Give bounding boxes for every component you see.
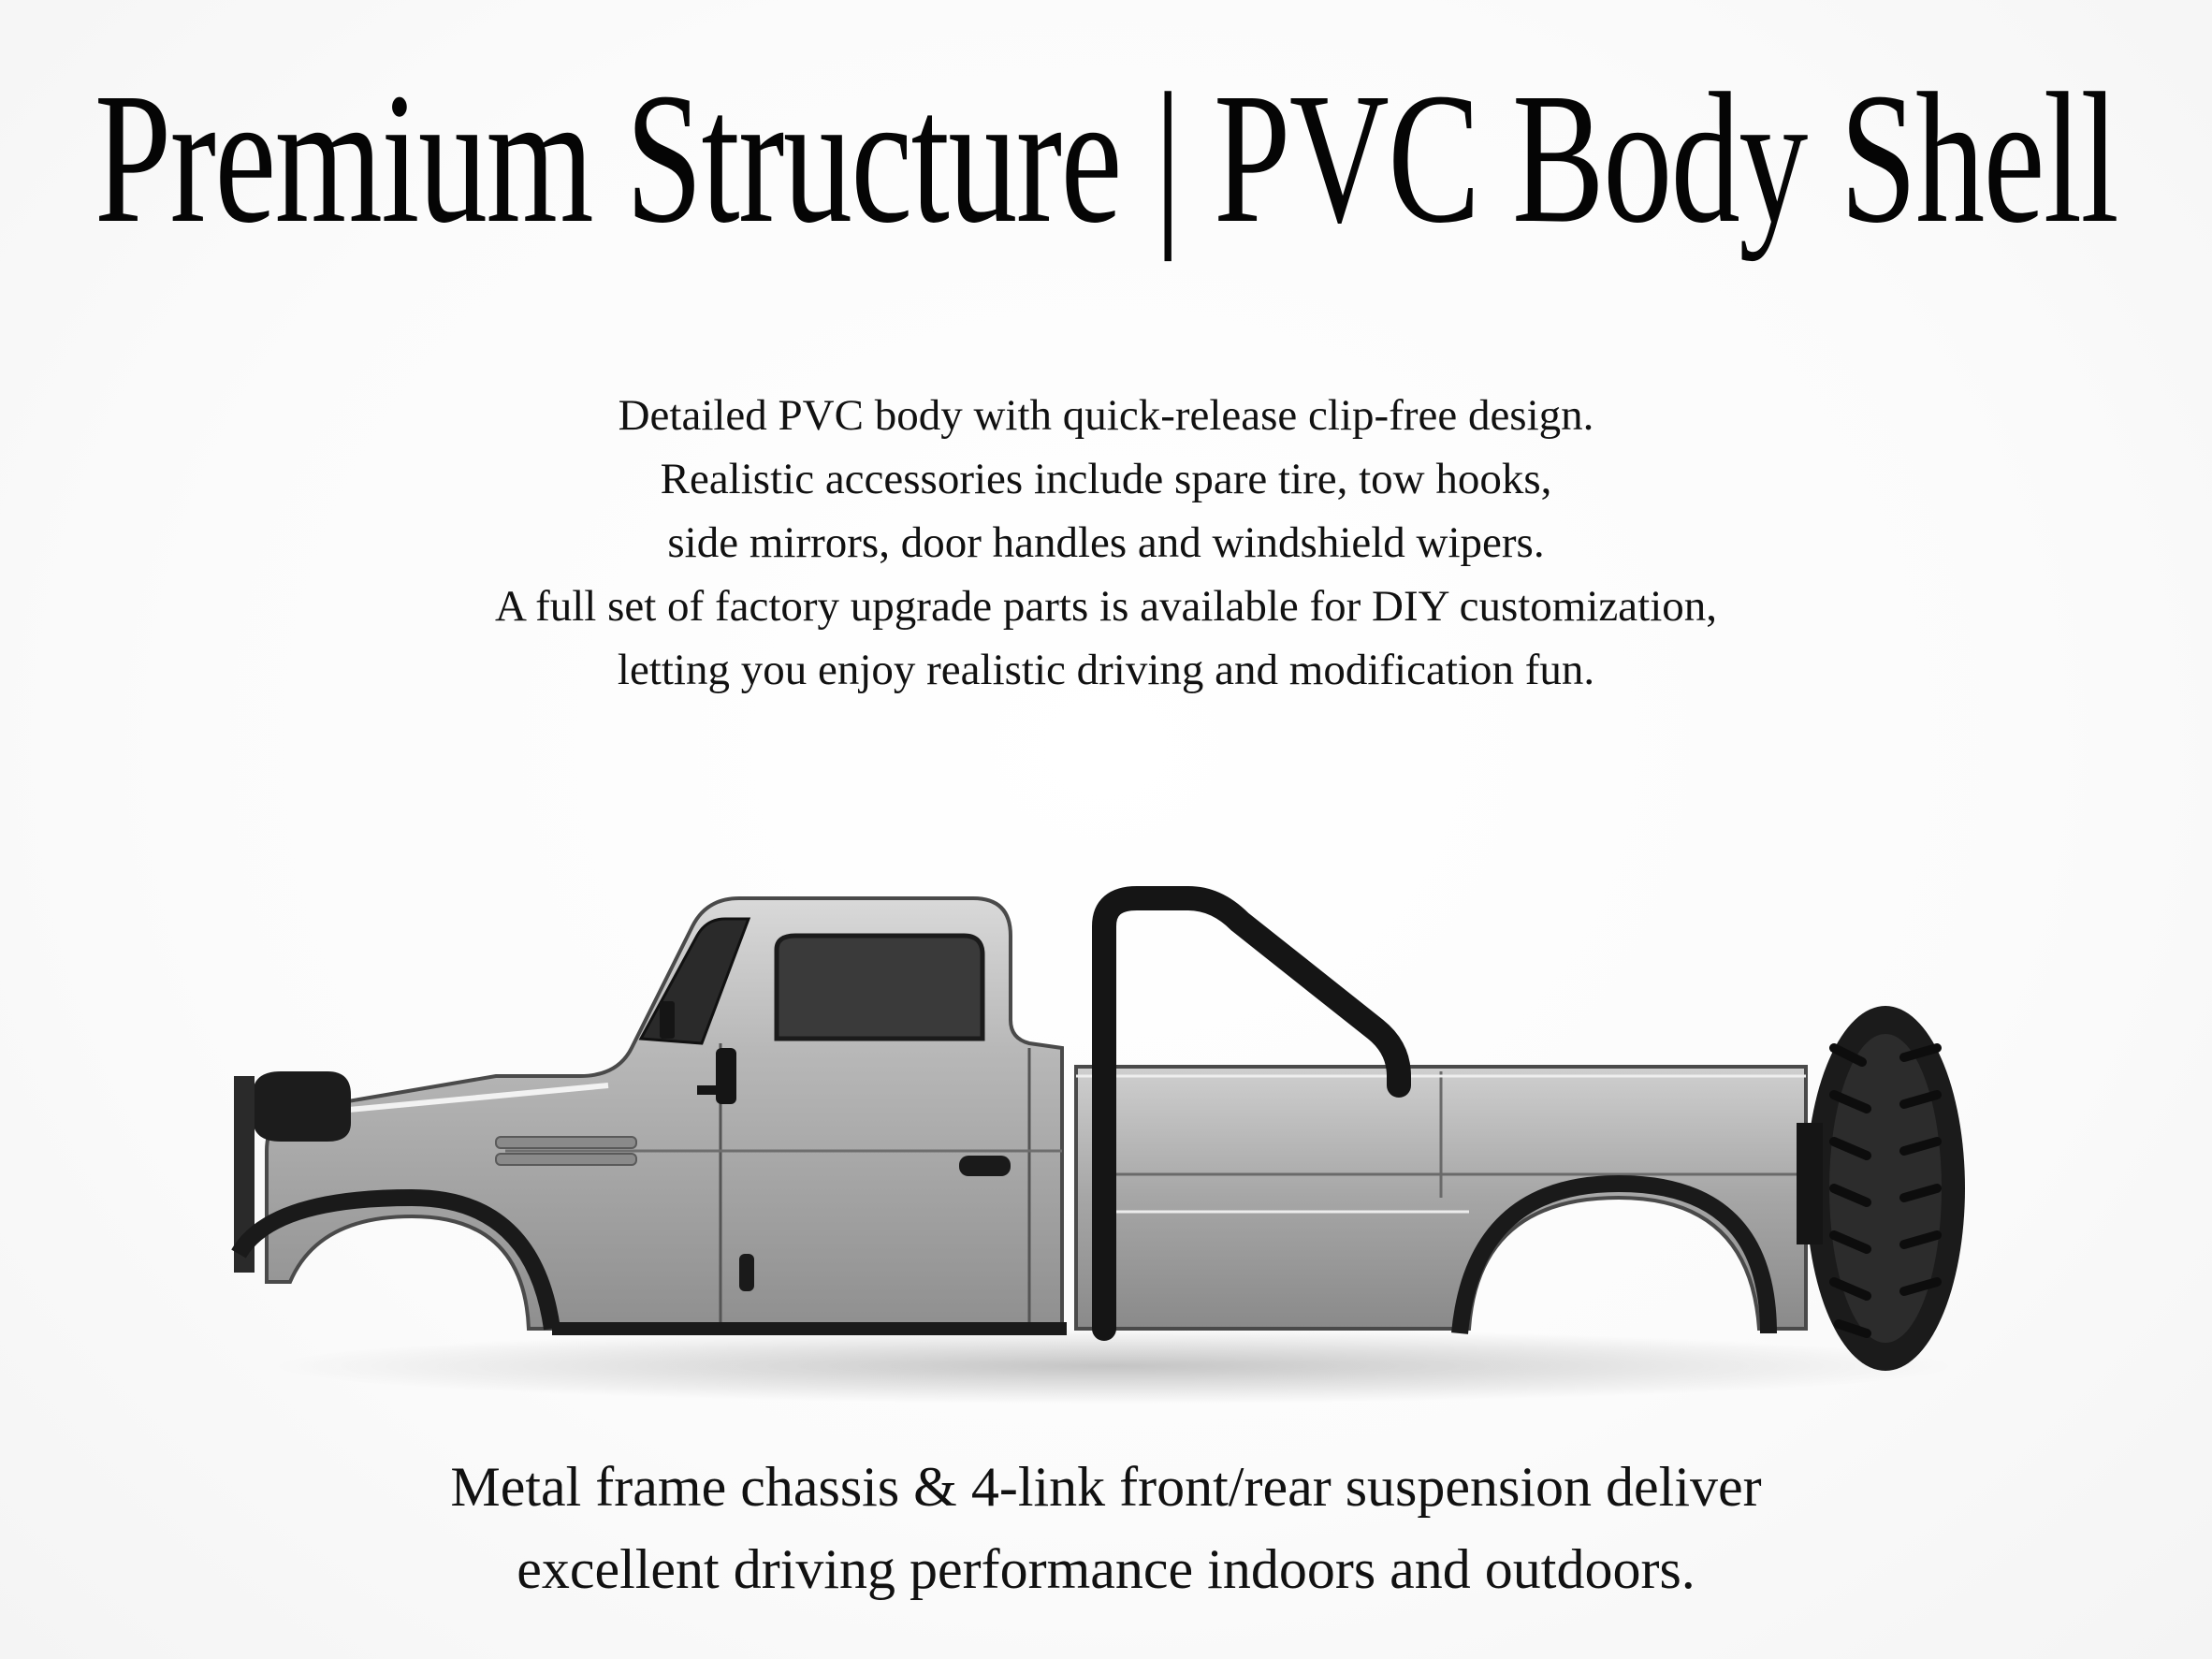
mirror-arm [697, 1085, 735, 1095]
rear-fender-flare [1451, 1174, 1777, 1334]
door-handle [959, 1156, 1011, 1176]
feature-summary-line: excellent driving performance indoors an… [517, 1538, 1695, 1600]
page-title: Premium Structure | PVC Body Shell [0, 37, 2212, 281]
side-window [774, 933, 985, 1041]
truck-body-shell-image [215, 842, 2012, 1422]
feature-summary-line: Metal frame chassis & 4-link front/rear … [450, 1456, 1762, 1518]
page-title-text: Premium Structure | PVC Body Shell [94, 55, 2119, 262]
spare-tire [1797, 1006, 1965, 1371]
wiper-mount [660, 1001, 675, 1039]
roll-bar [1092, 886, 1411, 1341]
description-line: Detailed PVC body with quick-release cli… [618, 391, 1594, 440]
hood-vent [495, 1153, 637, 1166]
description-line: letting you enjoy realistic driving and … [617, 646, 1595, 694]
front-fender-flare [231, 1188, 560, 1331]
feature-summary: Metal frame chassis & 4-link front/rear … [264, 1446, 1948, 1610]
description-line: Realistic accessories include spare tire… [660, 455, 1552, 503]
headlight [253, 1071, 351, 1142]
side-mirror [716, 1048, 736, 1104]
tow-hook [739, 1254, 754, 1291]
description-line: A full set of factory upgrade parts is a… [494, 582, 1718, 631]
front-bumper-bracket [234, 1076, 255, 1273]
truck-body-shell-svg [231, 886, 1965, 1404]
hood-highlight [308, 1083, 609, 1116]
hood-vent [495, 1136, 637, 1149]
product-description: Detailed PVC body with quick-release cli… [264, 384, 1948, 702]
ground-shadow [271, 1329, 1956, 1404]
description-line: side mirrors, door handles and windshiel… [667, 518, 1545, 567]
